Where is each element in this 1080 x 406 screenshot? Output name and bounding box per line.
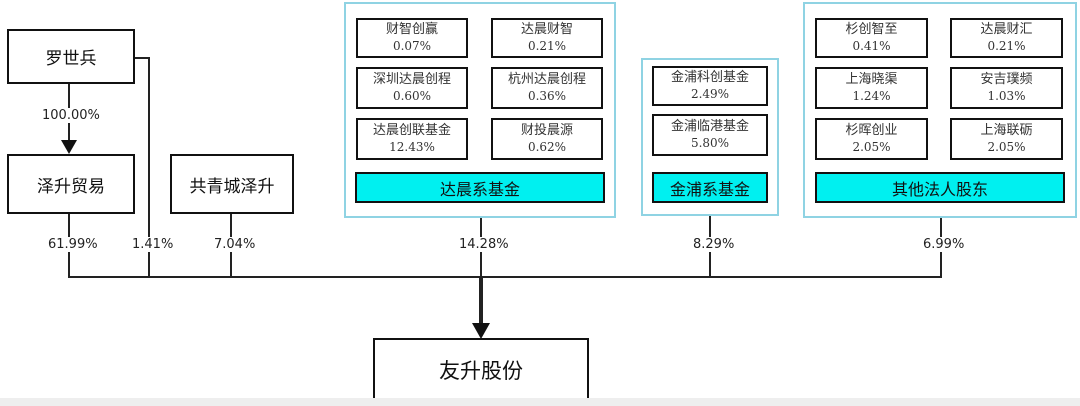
fund-pct: 1.03% (987, 89, 1026, 103)
connector-line (134, 57, 150, 59)
connector-line (479, 276, 483, 326)
fund-pct: 0.21% (527, 39, 567, 53)
node-label: 共青城泽升 (189, 176, 275, 197)
group-label: 达晨系基金 (439, 179, 520, 199)
node-company: 友升股份 (373, 338, 589, 402)
fund-name: 安吉璞频 (980, 72, 1033, 87)
fund-box: 上海晓渠 1.24% (815, 67, 928, 109)
edge-pct-gongqing: 7.04% (212, 237, 258, 252)
fund-name: 杭州达晨创程 (507, 72, 586, 87)
node-label: 泽升贸易 (37, 176, 105, 197)
fund-pct: 0.36% (527, 89, 567, 103)
group-label-jinpu: 金浦系基金 (652, 172, 768, 203)
group-label: 其他法人股东 (891, 179, 988, 199)
fund-pct: 0.62% (527, 140, 567, 154)
bottom-divider (0, 398, 1080, 406)
arrow-down-icon (61, 140, 77, 154)
fund-pct: 0.21% (987, 39, 1026, 53)
fund-pct: 0.41% (852, 39, 891, 53)
fund-name: 金浦科创基金 (670, 70, 749, 85)
arrow-down-icon (472, 323, 490, 339)
edge-pct-luo-zesheng: 100.00% (40, 108, 102, 123)
group-label-other: 其他法人股东 (815, 172, 1065, 203)
fund-box: 财投晨源 0.62% (491, 118, 603, 160)
fund-pct: 0.07% (392, 39, 432, 53)
edge-pct-zesheng: 61.99% (46, 237, 100, 252)
fund-box: 深圳达晨创程 0.60% (356, 67, 468, 109)
fund-name: 上海晓渠 (845, 72, 898, 87)
fund-name: 达晨财智 (520, 22, 573, 37)
fund-pct: 2.05% (852, 140, 891, 154)
fund-box: 杉晖创业 2.05% (815, 118, 928, 160)
fund-name: 深圳达晨创程 (372, 72, 451, 87)
fund-box: 达晨财汇 0.21% (950, 18, 1063, 58)
group-label-dachen: 达晨系基金 (355, 172, 605, 203)
fund-box: 达晨财智 0.21% (491, 18, 603, 58)
fund-pct: 2.49% (690, 87, 730, 101)
fund-name: 金浦临港基金 (670, 119, 749, 134)
fund-pct: 2.05% (987, 140, 1026, 154)
edge-pct-luo: 1.41% (130, 237, 176, 252)
node-label: 罗世兵 (45, 49, 97, 69)
node-zesheng-trade: 泽升贸易 (7, 154, 135, 214)
fund-box: 上海联砺 2.05% (950, 118, 1063, 160)
node-luo-shibing: 罗世兵 (7, 29, 135, 84)
group-label: 金浦系基金 (669, 179, 750, 199)
fund-name: 财投晨源 (520, 123, 573, 138)
connector-line (68, 276, 942, 278)
fund-name: 杉晖创业 (845, 123, 898, 138)
fund-box: 金浦临港基金 5.80% (652, 114, 768, 156)
edge-pct-jinpu: 8.29% (691, 237, 737, 252)
node-gongqingcheng-zesheng: 共青城泽升 (170, 154, 294, 214)
fund-name: 达晨创联基金 (372, 123, 451, 138)
fund-name: 杉创智至 (845, 22, 898, 37)
fund-box: 财智创赢 0.07% (356, 18, 468, 58)
fund-pct: 5.80% (690, 136, 730, 150)
fund-name: 财智创赢 (385, 22, 438, 37)
edge-pct-dachen: 14.28% (457, 237, 511, 252)
fund-name: 达晨财汇 (980, 22, 1033, 37)
node-label: 友升股份 (439, 359, 523, 383)
fund-box: 杭州达晨创程 0.36% (491, 67, 603, 109)
connector-line (148, 57, 150, 277)
fund-box: 达晨创联基金 12.43% (356, 118, 468, 160)
fund-pct: 12.43% (389, 140, 435, 154)
fund-name: 上海联砺 (980, 123, 1033, 138)
fund-box: 安吉璞频 1.03% (950, 67, 1063, 109)
edge-pct-other: 6.99% (921, 237, 967, 252)
fund-box: 杉创智至 0.41% (815, 18, 928, 58)
fund-pct: 0.60% (392, 89, 432, 103)
fund-pct: 1.24% (852, 89, 891, 103)
fund-box: 金浦科创基金 2.49% (652, 66, 768, 106)
